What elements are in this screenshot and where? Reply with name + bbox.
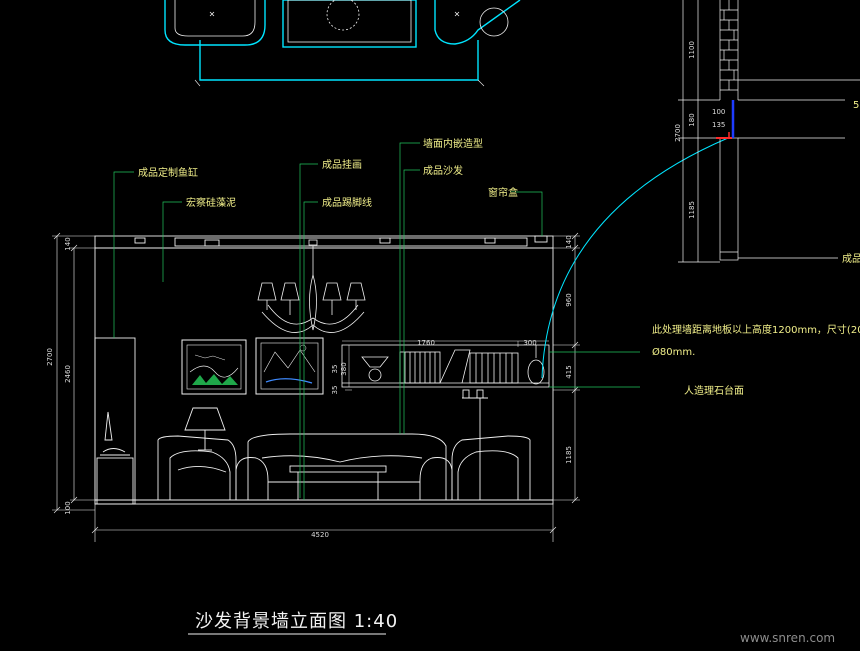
label-cement-sand: 宏察硅藻泥 <box>186 196 236 209</box>
label-painting: 成品挂画 <box>322 158 362 171</box>
dim-right-1185: 1185 <box>565 446 573 464</box>
dim-section-180: 180 <box>688 113 696 126</box>
dim-right-415: 415 <box>565 365 573 378</box>
elevation-frame <box>94 235 554 505</box>
dim-shelf-380: 380 <box>340 362 348 375</box>
label-marble: 人造理石台面 <box>684 384 744 397</box>
label-baseboard: 成品踢脚线 <box>322 196 372 209</box>
dim-shelf-35a: 35 <box>331 365 339 374</box>
plan-view-fragment <box>164 0 521 87</box>
label-right-5: 5 <box>853 100 859 111</box>
dim-section-100: 100 <box>712 108 725 116</box>
label-right-finished: 成品 <box>842 253 860 265</box>
section-red-blue-marks <box>716 100 735 139</box>
drawing-title: 沙发背景墙立面图 1:40 <box>195 611 398 632</box>
dim-left-total: 2700 <box>46 348 54 366</box>
dim-shelf-1760: 1760 <box>417 339 435 347</box>
dim-section-1185: 1185 <box>688 201 696 219</box>
wall-section-detail <box>678 0 860 263</box>
label-note-line2: Ø80mm. <box>652 346 695 358</box>
watermark: www.snren.com <box>740 631 835 645</box>
shelf-dimensions <box>342 340 549 391</box>
leader-lines <box>113 142 640 500</box>
display-shelf <box>341 344 550 388</box>
fish-tank-cabinet <box>94 337 136 505</box>
left-dimensions <box>52 232 95 514</box>
label-wall-niche: 墙面内嵌造型 <box>423 137 483 150</box>
sofa-group <box>157 389 531 500</box>
painting-right <box>255 337 324 395</box>
painting-left <box>181 339 247 395</box>
label-fish-tank: 成品定制鱼缸 <box>138 166 198 179</box>
dim-shelf-300: 300 <box>523 339 536 347</box>
dim-section-135: 135 <box>712 121 725 129</box>
chandelier <box>257 239 366 333</box>
dim-left-bottom: 100 <box>64 501 72 514</box>
label-note-line1: 此处理墙距离地板以上高度1200mm，尺寸(200 <box>652 323 860 336</box>
dim-right-960: 960 <box>565 293 573 306</box>
dim-right-top: 140 <box>565 235 573 248</box>
dim-section-2700: 2700 <box>674 124 682 142</box>
dim-left-top: 140 <box>64 237 72 250</box>
label-sofa: 成品沙发 <box>423 164 463 177</box>
dim-shelf-35b: 35 <box>331 386 339 395</box>
dim-bottom-width: 4520 <box>311 531 329 539</box>
right-dimensions <box>553 232 580 504</box>
bottom-dimension <box>91 504 557 542</box>
dim-section-1100: 1100 <box>688 41 696 59</box>
dim-left-middle: 2460 <box>64 365 72 383</box>
label-curtain-box: 窗帘盒 <box>488 186 518 199</box>
detail-callout-arc <box>541 137 729 379</box>
